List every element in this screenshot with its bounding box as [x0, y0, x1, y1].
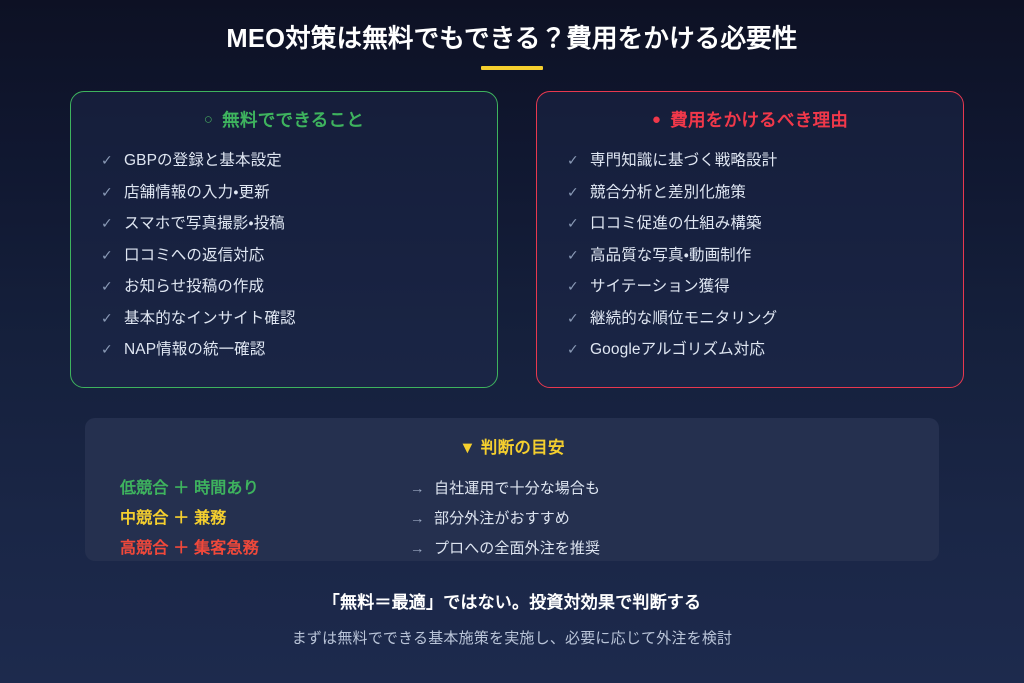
list-item-label: 専門知識に基づく戦略設計 — [590, 152, 778, 169]
decision-guide-panel: ▼ 判断の目安 低競合 ＋ 時間あり → 自社運用で十分な場合も 中競合 ＋ 兼… — [85, 418, 939, 561]
list-item: ✓ 専門知識に基づく戦略設計 — [567, 148, 963, 180]
list-item-label: サイテーション獲得 — [590, 278, 730, 295]
circle-filled-icon: ● — [651, 110, 662, 128]
card-paid-title: 費用をかけるべき理由 — [670, 109, 849, 130]
guide-condition: 中競合 ＋ 兼務 — [120, 510, 227, 527]
list-item-label: 店舗情報の入力・更新 — [124, 183, 270, 201]
arrow-right-icon: → — [410, 541, 425, 557]
guide-result: 部分外注がおすすめ — [434, 510, 570, 527]
check-icon: ✓ — [567, 278, 579, 294]
check-icon: ✓ — [101, 215, 113, 231]
card-free: ○ 無料でできること ✓ GBPの登録と基本設定 ✓ 店舗情報の入力・更新 ✓ … — [70, 91, 498, 388]
list-item: ✓ GBPの登録と基本設定 — [101, 148, 497, 180]
list-item-label: Googleアルゴリズム対応 — [590, 341, 765, 358]
card-paid-list: ✓ 専門知識に基づく戦略設計 ✓ 競合分析と差別化施策 ✓ 口コミ促進の仕組み構… — [537, 148, 963, 369]
list-item-label: 競合分析と差別化施策 — [590, 183, 747, 201]
title-underline-accent — [481, 65, 543, 70]
list-item-label: NAP情報の統一確認 — [124, 341, 266, 358]
check-icon: ✓ — [567, 309, 579, 326]
list-item-label: お知らせ投稿の作成 — [124, 278, 265, 295]
list-item: ✓ 店舗情報の入力・更新 — [101, 180, 497, 212]
guide-result: 自社運用で十分な場合も — [434, 480, 601, 497]
check-icon: ✓ — [101, 183, 113, 200]
list-item-label: 口コミ促進の仕組み構築 — [590, 215, 762, 232]
list-item: ✓ サイテーション獲得 — [567, 274, 963, 306]
footer-block: 「無料＝最適」ではない。投資対効果で判断する まずは無料でできる基本施策を実施し… — [0, 588, 1024, 648]
list-item-label: 継続的な順位モニタリング — [590, 309, 778, 327]
list-item: ✓ スマホで写真撮影・投稿 — [101, 211, 497, 243]
guide-result: プロへの全面外注を推奨 — [434, 540, 601, 557]
guide-row: 中競合 ＋ 兼務 → 部分外注がおすすめ — [120, 504, 939, 534]
list-item: ✓ 継続的な順位モニタリング — [567, 306, 963, 338]
check-icon: ✓ — [101, 152, 113, 168]
arrow-right-icon: → — [410, 511, 425, 527]
guide-row: 低競合 ＋ 時間あり → 自社運用で十分な場合も — [120, 474, 939, 504]
check-icon: ✓ — [567, 246, 579, 263]
guide-condition: 高競合 ＋ 集客急務 — [120, 540, 259, 557]
list-item-label: 基本的なインサイト確認 — [124, 309, 296, 327]
footer-headline: 「無料＝最適」ではない。投資対効果で判断する — [322, 593, 702, 612]
check-icon: ✓ — [567, 341, 579, 357]
title-block: MEO対策は無料でもできる？費用をかける必要性 — [0, 24, 1024, 70]
list-item: ✓ 高品質な写真・動画制作 — [567, 243, 963, 275]
list-item-label: 高品質な写真・動画制作 — [590, 246, 752, 264]
list-item-label: 口コミへの返信対応 — [124, 246, 265, 264]
list-item: ✓ Googleアルゴリズム対応 — [567, 337, 963, 369]
list-item-label: スマホで写真撮影・投稿 — [124, 215, 285, 232]
guide-title-label: 判断の目安 — [480, 439, 565, 457]
arrow-right-icon: → — [410, 481, 425, 497]
guide-rows: 低競合 ＋ 時間あり → 自社運用で十分な場合も 中競合 ＋ 兼務 → 部分外注… — [85, 474, 939, 564]
card-free-list: ✓ GBPの登録と基本設定 ✓ 店舗情報の入力・更新 ✓ スマホで写真撮影・投稿… — [71, 148, 497, 369]
guide-condition: 低競合 ＋ 時間あり — [120, 480, 259, 497]
list-item: ✓ 口コミ促進の仕組み構築 — [567, 211, 963, 243]
page-title: MEO対策は無料でもできる？費用をかける必要性 — [226, 25, 798, 53]
check-icon: ✓ — [567, 183, 579, 200]
comparison-cards: ○ 無料でできること ✓ GBPの登録と基本設定 ✓ 店舗情報の入力・更新 ✓ … — [70, 91, 964, 388]
circle-outline-icon: ○ — [203, 110, 214, 128]
card-paid-header: ● 費用をかけるべき理由 — [537, 106, 963, 132]
list-item-label: GBPの登録と基本設定 — [124, 152, 282, 169]
card-paid: ● 費用をかけるべき理由 ✓ 専門知識に基づく戦略設計 ✓ 競合分析と差別化施策… — [536, 91, 964, 388]
check-icon: ✓ — [101, 341, 113, 357]
check-icon: ✓ — [101, 246, 113, 263]
triangle-down-icon: ▼ — [459, 439, 476, 457]
guide-row: 高競合 ＋ 集客急務 → プロへの全面外注を推奨 — [120, 534, 939, 564]
check-icon: ✓ — [567, 215, 579, 231]
check-icon: ✓ — [101, 278, 113, 294]
check-icon: ✓ — [101, 309, 113, 326]
list-item: ✓ NAP情報の統一確認 — [101, 337, 497, 369]
list-item: ✓ 競合分析と差別化施策 — [567, 180, 963, 212]
list-item: ✓ 口コミへの返信対応 — [101, 243, 497, 275]
card-free-header: ○ 無料でできること — [71, 106, 497, 132]
card-free-title: 無料でできること — [222, 109, 365, 130]
list-item: ✓ お知らせ投稿の作成 — [101, 274, 497, 306]
footer-subtext: まずは無料でできる基本施策を実施し、必要に応じて外注を検討 — [291, 630, 733, 647]
list-item: ✓ 基本的なインサイト確認 — [101, 306, 497, 338]
check-icon: ✓ — [567, 152, 579, 168]
guide-title: ▼ 判断の目安 — [85, 418, 939, 458]
